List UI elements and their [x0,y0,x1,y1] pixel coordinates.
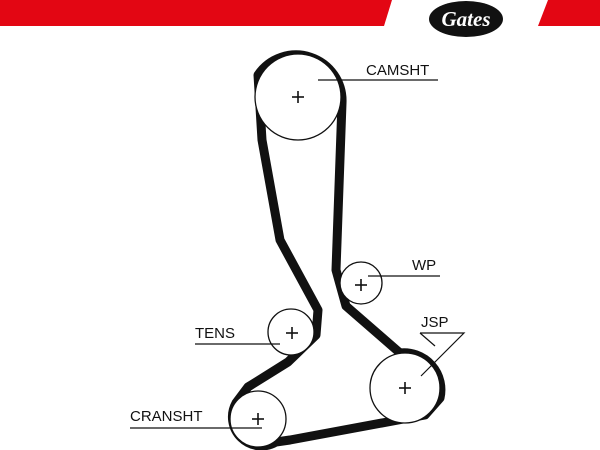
tensioner-label: TENS [195,325,235,342]
jsp-leader [420,332,466,377]
header-bar: Gates [0,0,600,37]
jsp-pulley [369,352,441,424]
jsp-leader-branch [419,332,436,347]
red-stripe-right [538,0,600,26]
camshaft-label: CAMSHT [366,62,429,79]
camshaft-pulley [254,53,342,141]
red-stripe-left [0,0,392,26]
gates-logo: Gates [429,1,503,37]
jsp-label: JSP [421,314,449,331]
logo-text: Gates [442,7,491,31]
water-pump-label: WP [412,257,436,274]
crankshaft-label: CRANSHT [130,408,203,425]
water-pump-pulley [339,261,383,305]
crankshaft-pulley [229,390,287,448]
tensioner-pulley [267,308,315,356]
